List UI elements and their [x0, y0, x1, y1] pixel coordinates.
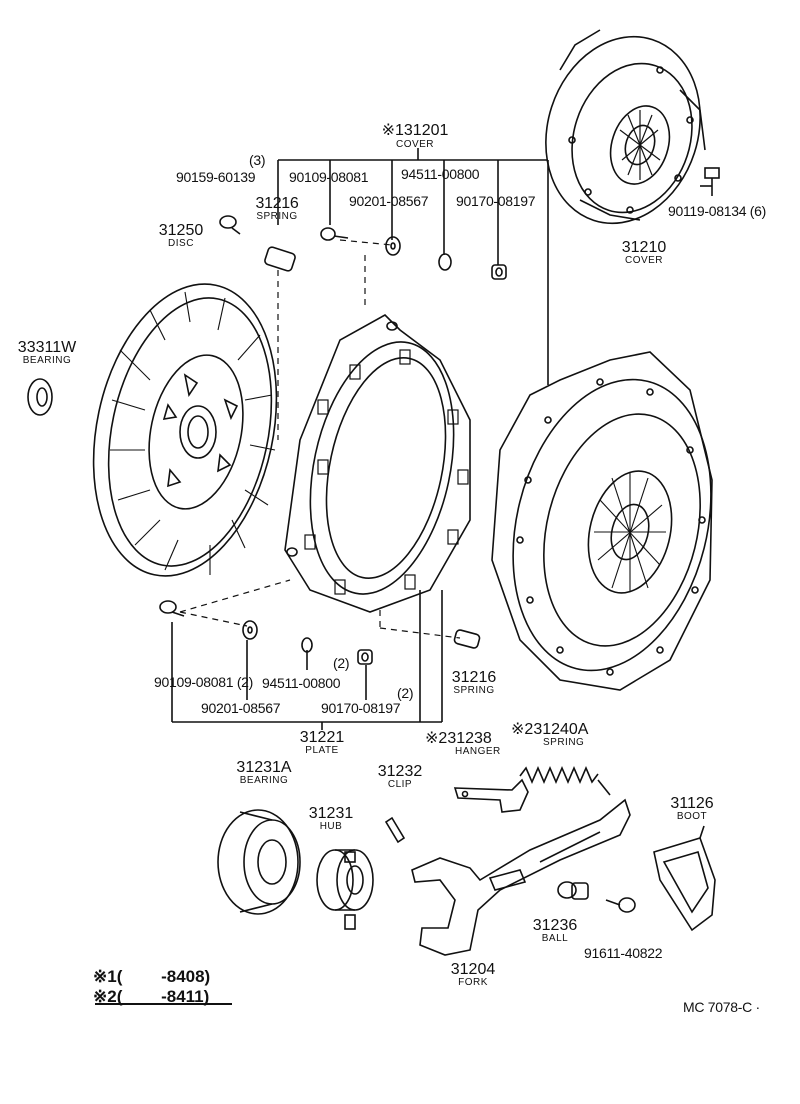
- plate-31221: [284, 314, 471, 613]
- ball-31236: [557, 881, 589, 900]
- washer-90201-bottom: [242, 620, 258, 640]
- part-number: 31216: [255, 195, 299, 212]
- part-number: 33311W: [17, 339, 77, 356]
- bolt-90109-top: [320, 227, 349, 241]
- part-name: CLIP: [387, 779, 413, 790]
- legend-underline: [95, 1003, 232, 1005]
- disc-31250-label: 31250 DISC: [159, 223, 204, 249]
- part-91611-40822: 91611-40822: [584, 945, 663, 961]
- part-name: COVER: [395, 139, 435, 150]
- part-90201-08567-top: 90201-08567: [349, 193, 429, 209]
- legend: ※1( -8408) ※2( -8411): [93, 962, 211, 1006]
- nut-90170-bottom: [357, 649, 373, 665]
- part-number: 31204: [450, 961, 496, 978]
- part-number: 31250: [158, 222, 204, 239]
- cover-31210: [545, 29, 706, 225]
- bolt-91611: [605, 897, 636, 913]
- legend-row-2: ※2( -8411): [93, 987, 210, 1006]
- ball-31236-label: 31236 BALL: [533, 918, 578, 944]
- part-90109-08081-bottom: 90109-08081 (2): [154, 674, 254, 690]
- washer-94511-bottom: [301, 637, 313, 653]
- boot-31126-label: 31126 BOOT: [670, 796, 713, 822]
- release-bearing-31231A-label: 31231A BEARING: [236, 760, 291, 786]
- part-94511-00800-top: 94511-00800: [401, 166, 480, 182]
- part-number: 31216: [451, 669, 497, 686]
- cover-31201: [491, 351, 713, 691]
- part-90109-08081-top: 90109-08081: [289, 169, 369, 185]
- hub-31231: [316, 849, 374, 930]
- part-name: FORK: [458, 977, 488, 988]
- part-90170-08197-bottom: 90170-08197: [321, 700, 401, 716]
- part-number: 31201: [403, 122, 449, 139]
- boot-31126: [653, 825, 716, 932]
- part-number: 31236: [532, 917, 578, 934]
- mark-2: ※2: [511, 721, 534, 738]
- cover-31201-label: ※131201 COVER: [382, 123, 449, 150]
- part-90119-08134: 90119-08134 (6): [668, 203, 766, 219]
- part-name: BEARING: [22, 355, 72, 366]
- washer-90201-top: [385, 236, 401, 256]
- part-name: HUB: [319, 821, 343, 832]
- qty-90170: (2): [397, 685, 414, 701]
- bolt-90159: [219, 215, 241, 235]
- clip-31232: [384, 816, 406, 844]
- qty-90159: (3): [249, 152, 266, 168]
- part-number: 31221: [299, 729, 345, 746]
- hanger-31238-label: ※231238 HANGER: [425, 731, 501, 757]
- part-number: 31238: [447, 730, 492, 747]
- spring-31240A-label: ※231240A SPRING: [511, 722, 588, 748]
- bolt-90109-bottom: [159, 600, 185, 617]
- plate-31221-label: 31221 PLATE: [300, 730, 345, 756]
- qty-94511: (2): [333, 655, 350, 671]
- part-name: BALL: [541, 933, 569, 944]
- bearing-33311W: [27, 378, 53, 416]
- part-number: 31231: [308, 805, 354, 822]
- mark-1: ※1: [381, 122, 404, 139]
- spring-31216-top: [264, 246, 296, 272]
- part-name: COVER: [624, 255, 664, 266]
- part-90201-08567-bottom: 90201-08567: [201, 700, 281, 716]
- release-bearing-31231A: [217, 809, 301, 915]
- plate-leader-tree: [171, 590, 443, 730]
- part-name: SPRING: [453, 685, 495, 696]
- part-number: 31231A: [236, 759, 292, 776]
- legend-row-1: ※1( -8408): [93, 967, 211, 986]
- cover-31210-label: 31210 COVER: [622, 240, 667, 266]
- spring-31240A: [519, 765, 611, 796]
- part-90170-08197-top: 90170-08197: [456, 193, 536, 209]
- part-name: HANGER: [455, 746, 501, 757]
- hanger-31238: [453, 778, 529, 813]
- cover-leader-tree: [277, 148, 549, 385]
- mark-2: ※2: [425, 730, 448, 747]
- bearing-33311W-label: 33311W BEARING: [18, 340, 76, 366]
- nut-90170-top: [491, 264, 507, 280]
- part-90159-60139: 90159-60139: [176, 169, 256, 185]
- fork-31204: [411, 798, 631, 956]
- diagram-code: MC 7078-C ·: [683, 999, 760, 1015]
- clip-31232-label: 31232 CLIP: [378, 764, 423, 790]
- spring-31216-bottom: [453, 629, 481, 649]
- part-name: SPRING: [543, 737, 585, 748]
- part-number: 31240A: [533, 721, 589, 738]
- washer-94511-top: [438, 253, 452, 271]
- hub-31231-label: 31231 HUB: [309, 806, 354, 832]
- bolt-90119: [700, 167, 720, 196]
- assembly-dashed-lines: [179, 239, 461, 639]
- part-name: SPRING: [256, 211, 298, 222]
- part-name: DISC: [168, 238, 194, 249]
- part-name: BEARING: [239, 775, 289, 786]
- part-number: 31232: [377, 763, 423, 780]
- part-number: 31210: [621, 239, 667, 256]
- part-name: BOOT: [676, 811, 708, 822]
- spring-31216-mid-label: 31216 SPRING: [452, 670, 497, 696]
- part-number: 31126: [670, 795, 714, 812]
- fork-31204-label: 31204 FORK: [451, 962, 496, 988]
- spring-31216-top-label: 31216 SPRING: [256, 196, 299, 222]
- part-94511-00800-bottom: 94511-00800: [262, 675, 341, 691]
- disc-31250: [92, 283, 278, 577]
- part-name: PLATE: [305, 745, 339, 756]
